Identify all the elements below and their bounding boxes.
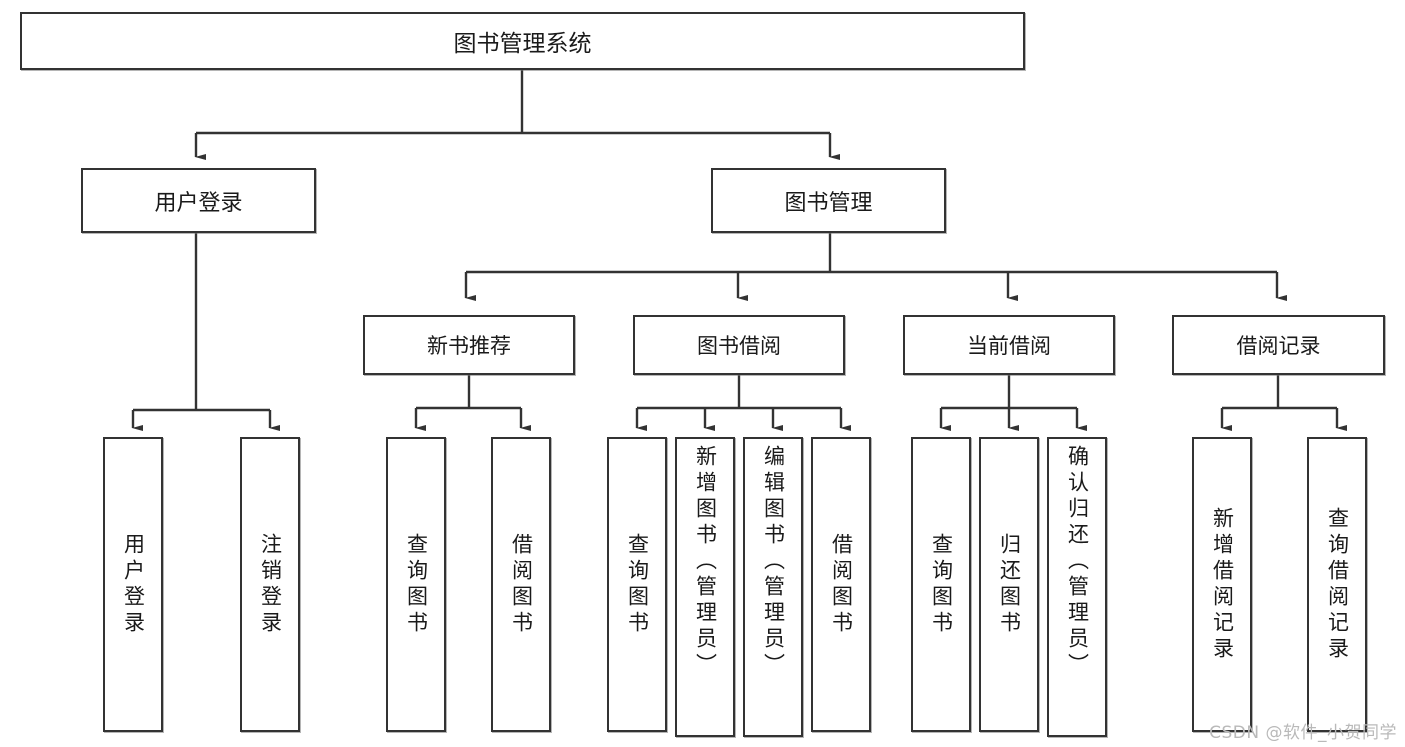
leaf-borrow-record-query-record[interactable]: 查询借阅记录 <box>1307 437 1367 732</box>
node-label: 用户登录 <box>154 190 243 216</box>
leaf-book-borrow-edit-book-admin[interactable]: 编辑图书（管理员） <box>743 437 803 737</box>
node-label: 图书管理系统 <box>453 31 592 57</box>
leaf-book-borrow-add-book-admin[interactable]: 新增图书（管理员） <box>675 437 735 737</box>
node-book-management[interactable]: 图书管理 <box>711 168 946 233</box>
leaf-current-borrow-confirm-return-admin[interactable]: 确认归还（管理员） <box>1047 437 1107 737</box>
node-new-book-recommend[interactable]: 新书推荐 <box>363 315 575 375</box>
leaf-user-login-logout[interactable]: 注销登录 <box>240 437 300 732</box>
csdn-watermark: CSDN @软件_小贺同学 <box>1209 723 1397 743</box>
leaf-current-borrow-return-book[interactable]: 归还图书 <box>979 437 1039 732</box>
node-label: 新增图书（管理员） <box>693 445 718 679</box>
node-root-system[interactable]: 图书管理系统 <box>20 12 1025 70</box>
node-label: 借阅记录 <box>1236 334 1321 358</box>
node-label: 注销登录 <box>258 532 283 637</box>
node-label: 归还图书 <box>997 532 1022 637</box>
node-label: 图书管理 <box>784 190 873 216</box>
leaf-current-borrow-query-book[interactable]: 查询图书 <box>911 437 971 732</box>
node-current-borrow[interactable]: 当前借阅 <box>903 315 1115 375</box>
node-label: 查询图书 <box>625 532 650 637</box>
leaf-new-book-borrow-book[interactable]: 借阅图书 <box>491 437 551 732</box>
node-label: 查询图书 <box>929 532 954 637</box>
node-label: 编辑图书（管理员） <box>761 445 786 679</box>
node-label: 借阅图书 <box>829 532 854 637</box>
leaf-book-borrow-borrow-book[interactable]: 借阅图书 <box>811 437 871 732</box>
node-label: 用户登录 <box>121 532 146 637</box>
node-user-login[interactable]: 用户登录 <box>81 168 316 233</box>
node-label: 查询图书 <box>404 532 429 637</box>
node-label: 借阅图书 <box>509 532 534 637</box>
leaf-borrow-record-add-record[interactable]: 新增借阅记录 <box>1192 437 1252 732</box>
node-borrow-record[interactable]: 借阅记录 <box>1172 315 1385 375</box>
leaf-user-login-login[interactable]: 用户登录 <box>103 437 163 732</box>
leaf-book-borrow-query-book[interactable]: 查询图书 <box>607 437 667 732</box>
node-label: 确认归还（管理员） <box>1065 445 1090 679</box>
node-label: 新书推荐 <box>427 334 511 358</box>
node-label: 当前借阅 <box>967 334 1051 358</box>
node-label: 查询借阅记录 <box>1325 506 1350 663</box>
node-book-borrow[interactable]: 图书借阅 <box>633 315 845 375</box>
leaf-new-book-query-book[interactable]: 查询图书 <box>386 437 446 732</box>
node-label: 新增借阅记录 <box>1210 506 1235 663</box>
node-label: 图书借阅 <box>697 334 781 358</box>
